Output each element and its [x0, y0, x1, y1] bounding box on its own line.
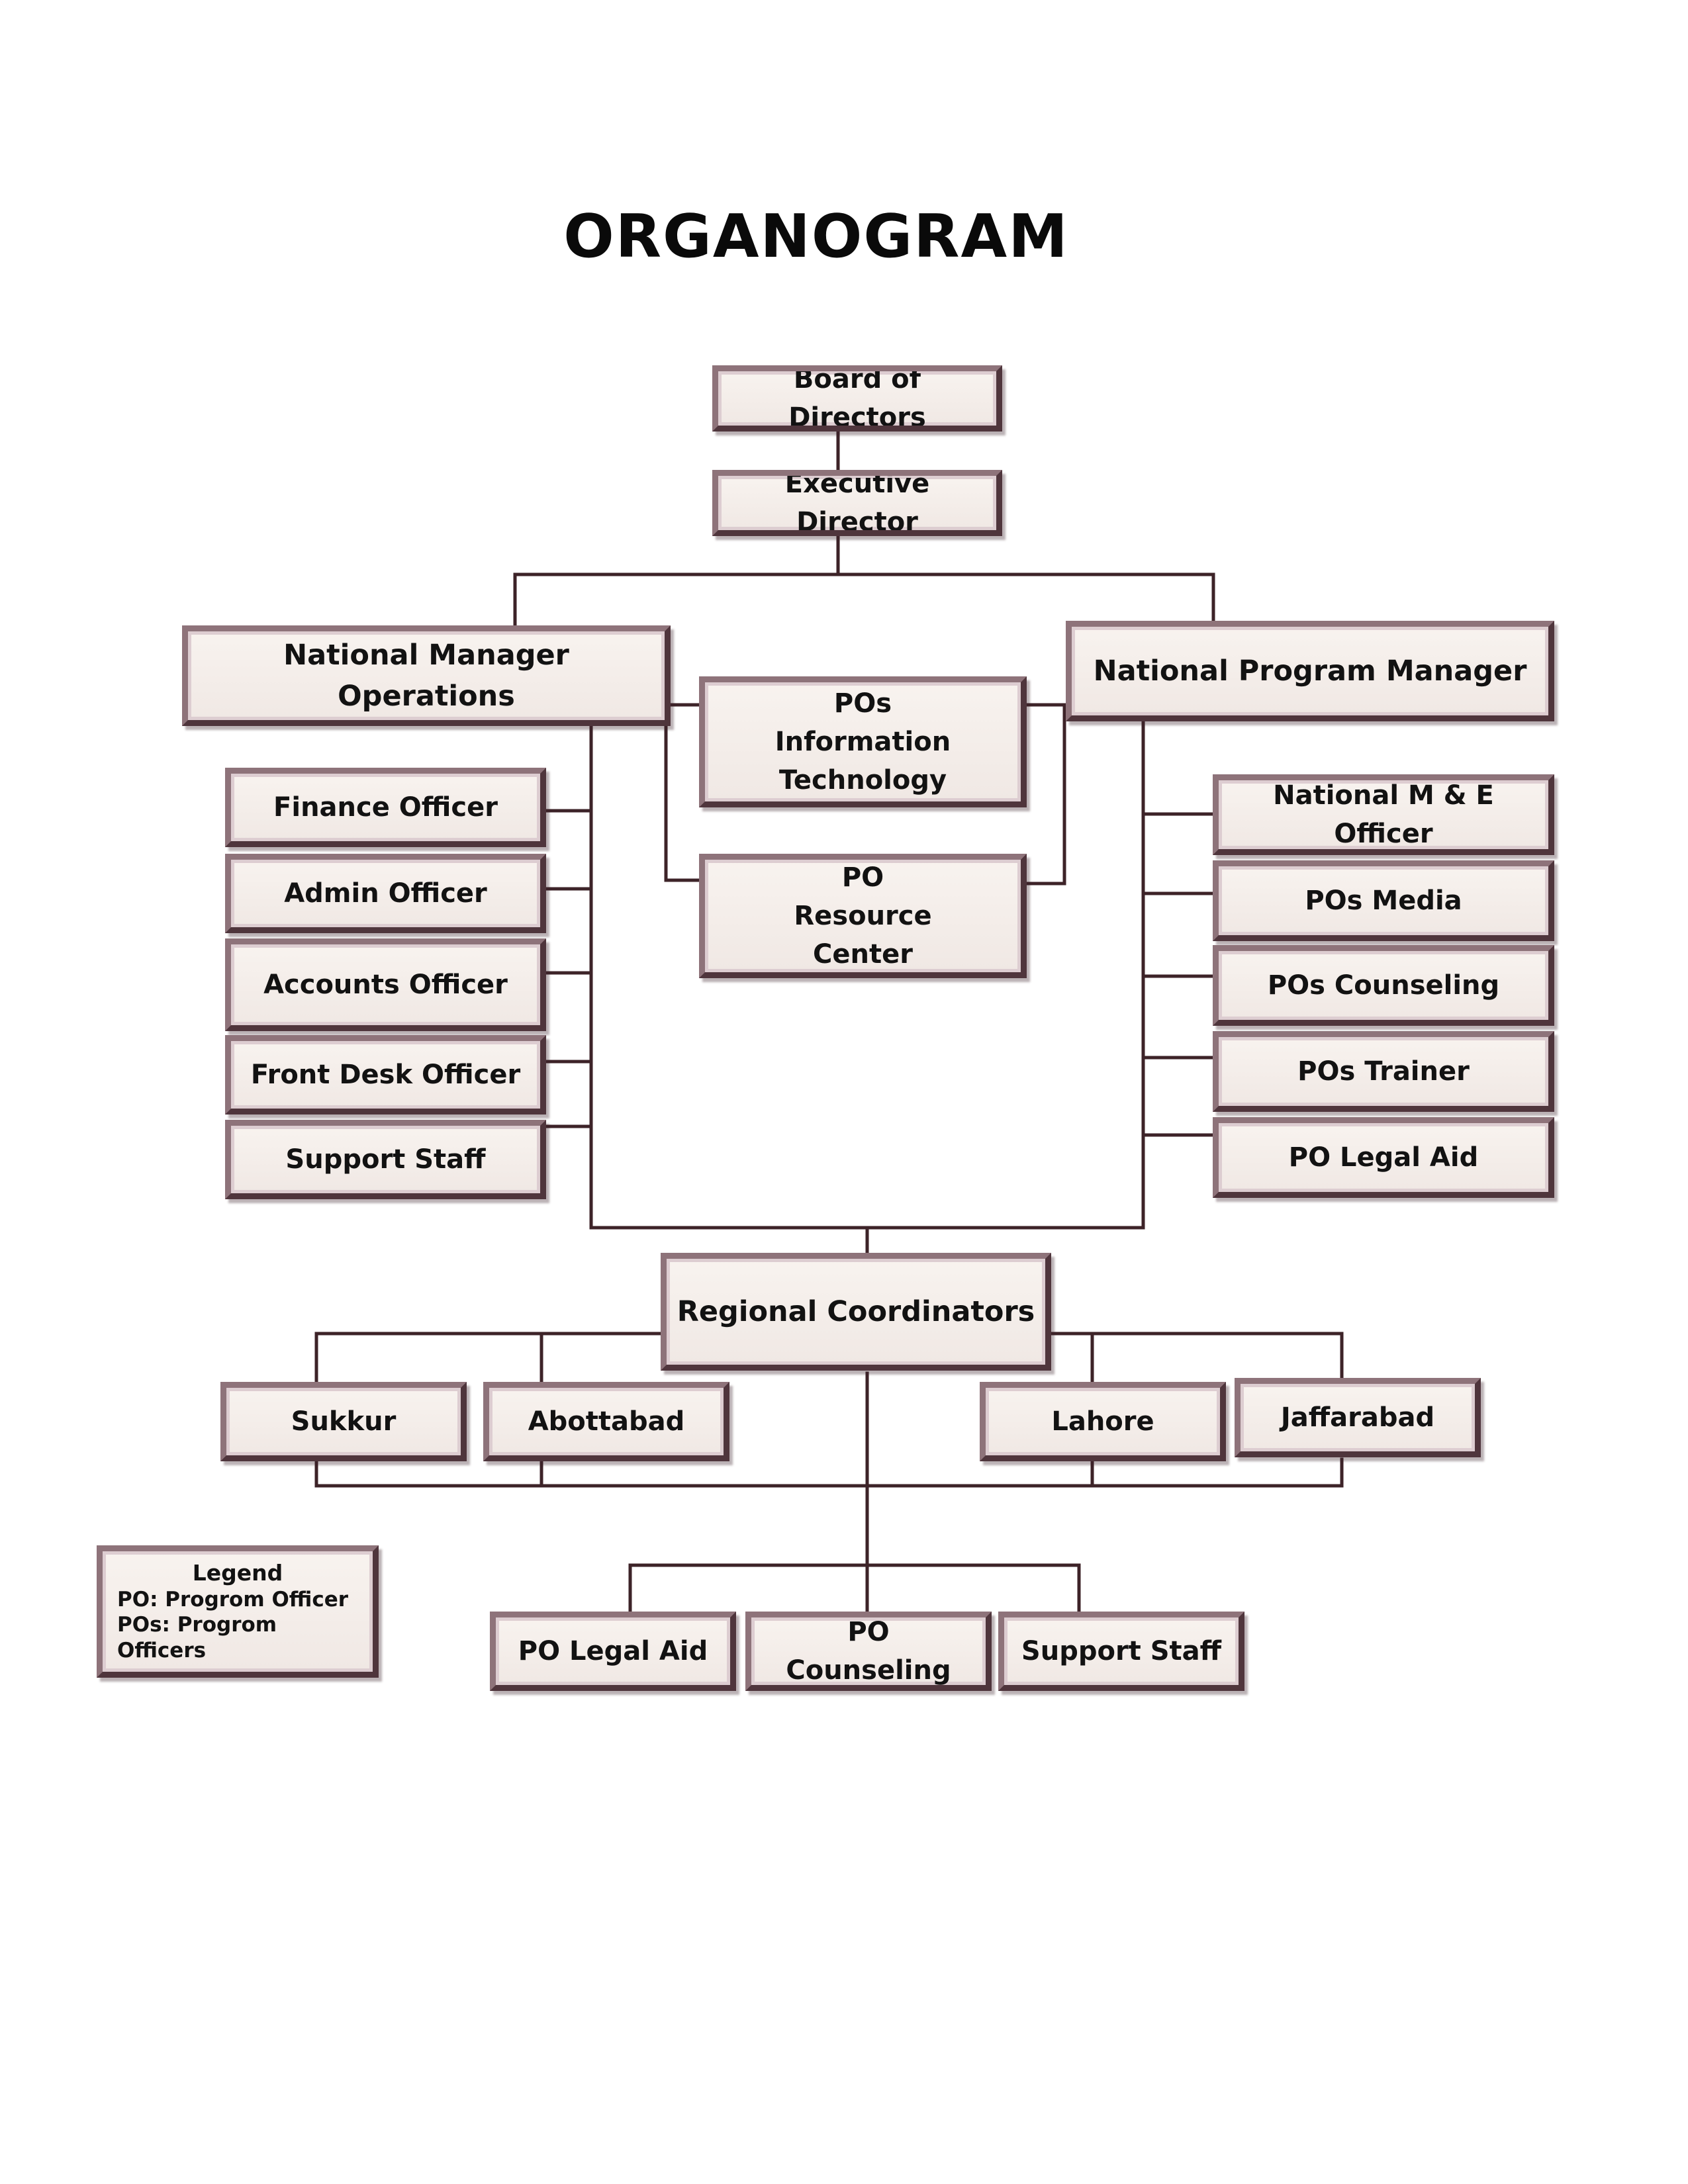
sukkur-box: Sukkur — [220, 1382, 467, 1461]
national-manager-operations-box: National Manager Operations — [182, 625, 671, 726]
national-program-manager-label: National Program Manager — [1093, 654, 1527, 688]
front-desk-officer-box: Front Desk Officer — [225, 1035, 546, 1115]
po-legal-aid-regional-box: PO Legal Aid — [490, 1612, 736, 1691]
executive-director-box: Executive Director — [712, 470, 1002, 536]
front-desk-officer-label: Front Desk Officer — [250, 1060, 521, 1090]
pos-information-technology-box: POs Information Technology — [699, 676, 1027, 807]
pos-media-box: POs Media — [1213, 860, 1554, 941]
po-resource-center-box: PO Resource Center — [699, 854, 1027, 978]
pos-trainer-label: POs Trainer — [1297, 1056, 1470, 1087]
national-me-officer-box: National M & E Officer — [1213, 774, 1554, 855]
abottabad-box: Abottabad — [483, 1382, 729, 1461]
support-staff-ops-box: Support Staff — [225, 1120, 546, 1199]
sukkur-label: Sukkur — [291, 1406, 397, 1437]
executive-director-label: Executive Director — [784, 470, 930, 536]
jaffarabad-box: Jaffarabad — [1235, 1378, 1481, 1457]
board-of-directors-box: Board of Directors — [712, 365, 1002, 432]
regional-coordinators-box: Regional Coordinators — [661, 1253, 1051, 1371]
po-legal-aid-program-label: PO Legal Aid — [1288, 1142, 1479, 1173]
pos-counseling-label: POs Counseling — [1267, 970, 1500, 1001]
accounts-officer-label: Accounts Officer — [263, 970, 508, 1000]
pos-media-label: POs Media — [1305, 886, 1462, 916]
po-legal-aid-program-box: PO Legal Aid — [1213, 1117, 1554, 1198]
lahore-label: Lahore — [1051, 1406, 1154, 1437]
po-legal-aid-regional-label: PO Legal Aid — [518, 1636, 708, 1666]
admin-officer-label: Admin Officer — [284, 878, 487, 909]
board-of-directors-label: Board of Directors — [788, 365, 926, 432]
support-staff-regional-label: Support Staff — [1021, 1636, 1222, 1666]
pos-information-technology-label: POs Information Technology — [774, 688, 951, 796]
po-resource-center-label: PO Resource Center — [794, 862, 932, 970]
national-program-manager-box: National Program Manager — [1066, 621, 1554, 721]
admin-officer-box: Admin Officer — [225, 854, 546, 933]
national-manager-operations-label: National Manager Operations — [283, 638, 569, 713]
legend-title: Legend — [192, 1560, 283, 1586]
abottabad-label: Abottabad — [528, 1406, 685, 1437]
pos-counseling-box: POs Counseling — [1213, 945, 1554, 1026]
support-staff-regional-box: Support Staff — [998, 1612, 1244, 1691]
po-counseling-regional-label: PO Counseling — [786, 1617, 951, 1686]
support-staff-ops-label: Support Staff — [285, 1144, 486, 1175]
lahore-box: Lahore — [980, 1382, 1226, 1461]
pos-trainer-box: POs Trainer — [1213, 1031, 1554, 1112]
finance-officer-label: Finance Officer — [273, 792, 498, 823]
finance-officer-box: Finance Officer — [225, 768, 546, 847]
accounts-officer-box: Accounts Officer — [225, 938, 546, 1031]
legend-po-definition: PO: Progrom Officer — [117, 1587, 349, 1612]
legend-box: Legend PO: Progrom Officer POs: Progrom … — [97, 1545, 379, 1678]
legend-pos-definition: POs: Progrom Officers — [117, 1613, 277, 1662]
regional-coordinators-label: Regional Coordinators — [677, 1295, 1035, 1328]
national-me-officer-label: National M & E Officer — [1273, 780, 1494, 849]
jaffarabad-label: Jaffarabad — [1280, 1402, 1435, 1433]
po-counseling-regional-box: PO Counseling — [745, 1612, 992, 1691]
page-title: ORGANOGRAM — [563, 202, 1069, 271]
